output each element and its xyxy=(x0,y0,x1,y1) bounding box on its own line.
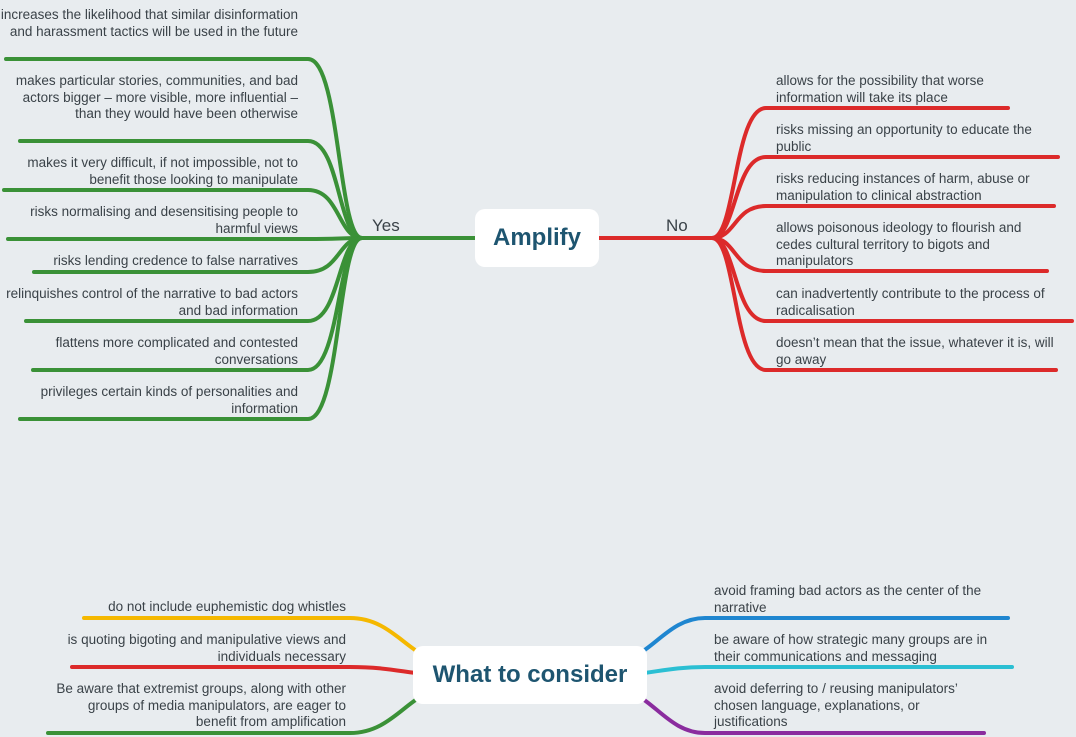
consider-left-item[interactable]: do not include euphemistic dog whistles xyxy=(108,599,346,614)
no-item[interactable]: risks missing an opportunity to educate … xyxy=(776,122,1032,154)
no-connector xyxy=(710,204,1056,240)
no-connector xyxy=(710,155,1060,240)
yes-connector xyxy=(2,188,364,240)
consider-left-item[interactable]: is quoting bigoting and manipulative vie… xyxy=(67,632,346,664)
consider-right-item[interactable]: avoid deferring to / reusing manipulator… xyxy=(714,681,958,729)
yes-item[interactable]: increases the likelihood that similar di… xyxy=(0,7,298,39)
yes-item[interactable]: makes it very difficult, if not impossib… xyxy=(27,155,298,187)
consider-right-connector xyxy=(613,665,1014,677)
yes-item[interactable]: privileges certain kinds of personalitie… xyxy=(40,384,298,416)
amplify-title: Amplify xyxy=(492,224,581,251)
no-item[interactable]: allows for the possibility that worse in… xyxy=(776,73,984,105)
amplify-node[interactable]: Amplify xyxy=(475,209,599,267)
no-item[interactable]: can inadvertently contribute to the proc… xyxy=(776,286,1045,318)
yes-connector xyxy=(18,236,364,421)
no-connector xyxy=(710,236,1058,372)
yes-item[interactable]: risks lending credence to false narrativ… xyxy=(53,253,298,268)
yes-connector xyxy=(18,139,364,240)
yes-item[interactable]: risks normalising and desensitising peop… xyxy=(30,204,298,236)
yes-item[interactable]: relinquishes control of the narrative to… xyxy=(6,286,298,318)
consider-left-connector xyxy=(70,665,447,677)
yes-item[interactable]: makes particular stories, communities, a… xyxy=(15,73,298,121)
yes-connector xyxy=(4,57,364,240)
consider-right-item[interactable]: avoid framing bad actors as the center o… xyxy=(714,583,982,615)
yes-branch-label[interactable]: Yes xyxy=(372,216,400,235)
no-item[interactable]: doesn’t mean that the issue, whatever it… xyxy=(776,335,1054,367)
consider-left-item[interactable]: Be aware that extremist groups, along wi… xyxy=(56,681,346,729)
consider-title: What to consider xyxy=(432,661,628,688)
consider-node[interactable]: What to consider xyxy=(413,646,647,704)
no-branch-label[interactable]: No xyxy=(666,216,688,235)
yes-item[interactable]: flattens more complicated and contested … xyxy=(55,335,298,367)
no-item[interactable]: risks reducing instances of harm, abuse … xyxy=(776,171,1030,203)
no-item[interactable]: allows poisonous ideology to flourish an… xyxy=(776,220,1022,268)
consider-right-item[interactable]: be aware of how strategic many groups ar… xyxy=(714,632,988,664)
yes-connector xyxy=(6,236,364,241)
